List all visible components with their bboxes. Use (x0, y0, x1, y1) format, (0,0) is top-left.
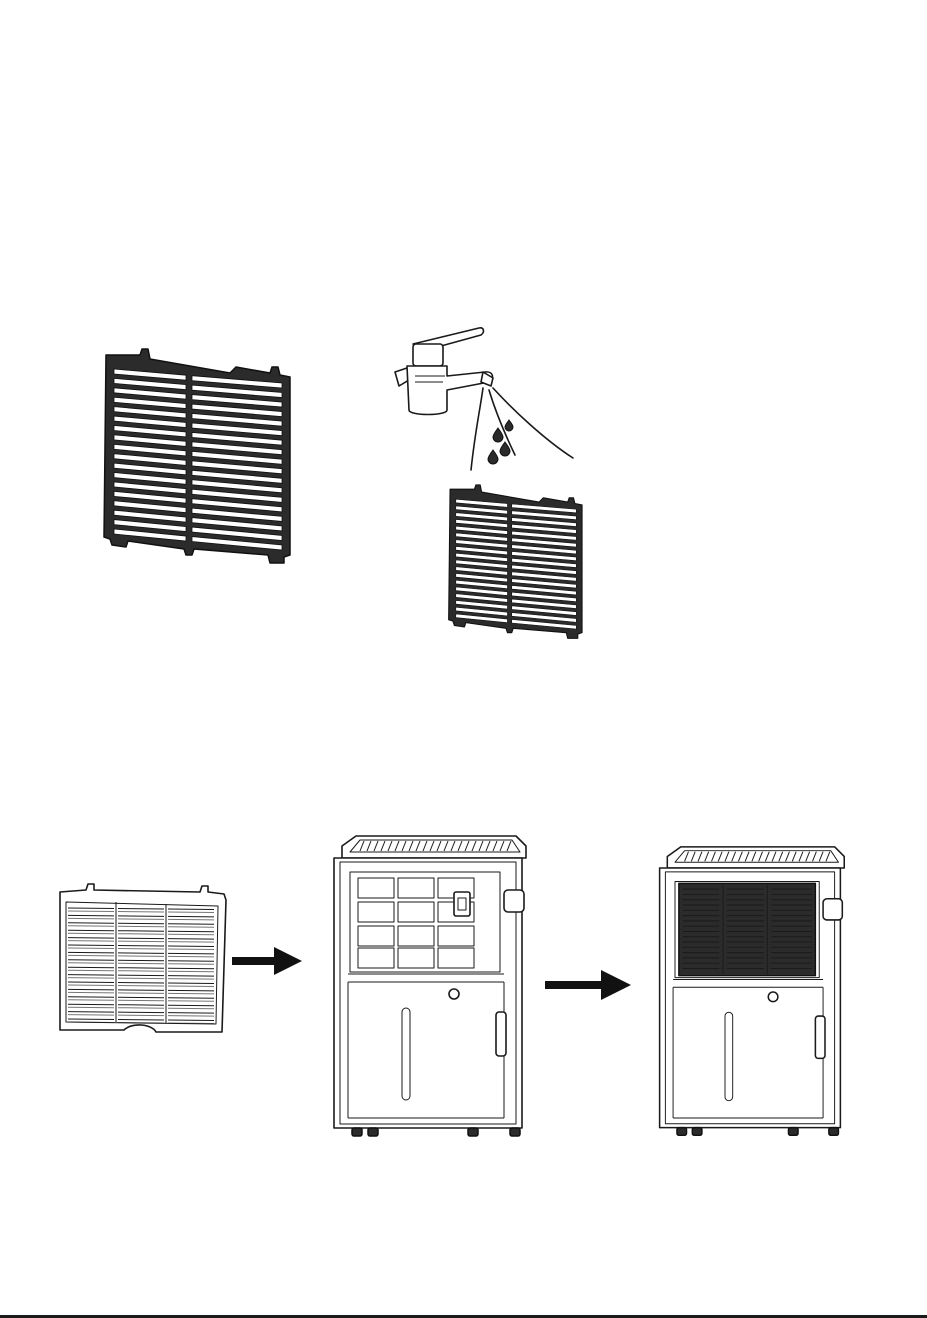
air-filter-dark (100, 345, 300, 575)
arrow-right-icon (543, 968, 633, 1002)
arrow-right-icon (230, 945, 305, 977)
faucet-rinse-illustration (385, 320, 585, 480)
dehumidifier-filter-installed (652, 843, 848, 1143)
faucet-icon (395, 328, 493, 415)
dehumidifier-filter-removed (328, 832, 528, 1144)
air-filter-rinsed (445, 482, 590, 647)
air-filter-outline (52, 882, 230, 1042)
